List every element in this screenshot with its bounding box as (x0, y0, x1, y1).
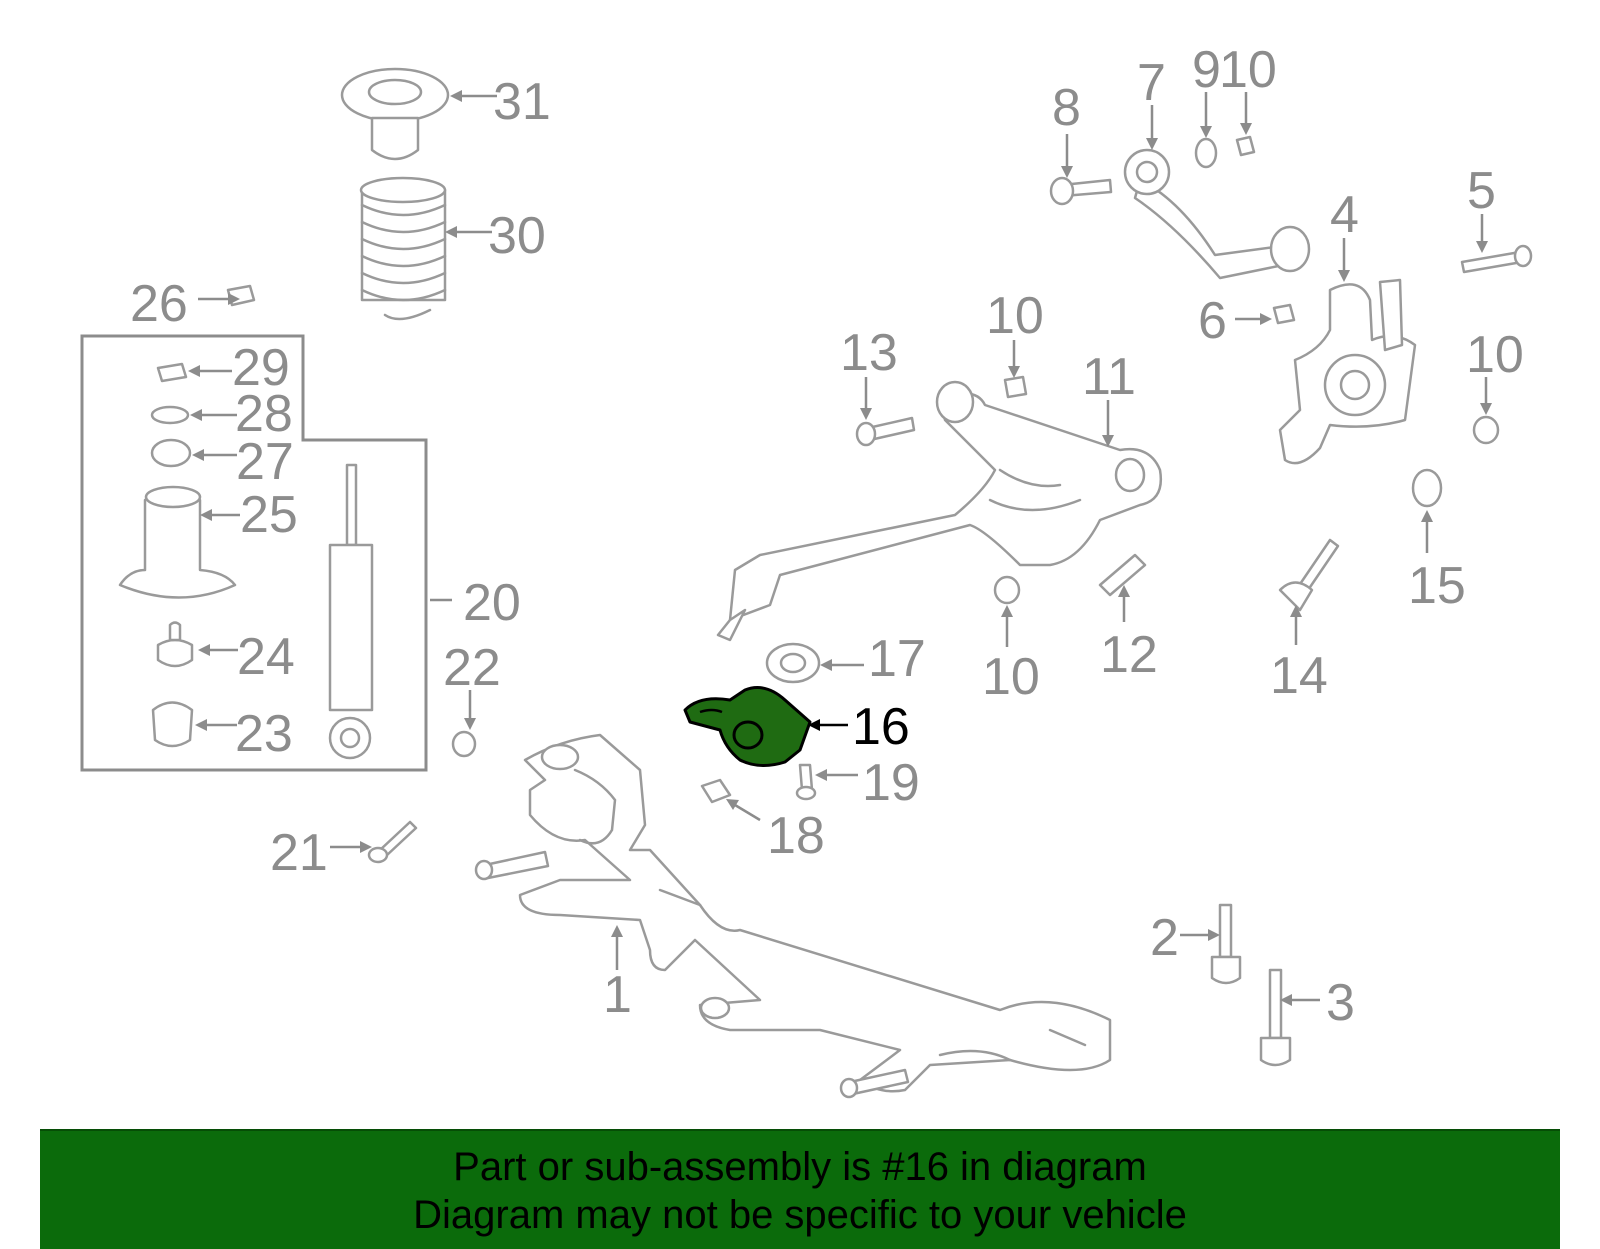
callout-15: 15 (1408, 557, 1466, 615)
callout-9: 9 (1192, 41, 1221, 99)
callout-28: 28 (235, 385, 293, 443)
bolt-19 (795, 763, 817, 801)
parts-diagram: 31 30 26 29 28 27 25 20 24 23 22 21 8 7 … (80, 41, 1533, 1099)
bolt-13 (855, 416, 916, 447)
callout-30: 30 (488, 207, 546, 265)
cam-bolt-14 (1278, 538, 1340, 612)
bumper-23 (151, 701, 194, 748)
lower-arm-11 (716, 380, 1163, 642)
nut-6 (1272, 303, 1296, 325)
callout-24: 24 (237, 628, 295, 686)
link-12 (1098, 553, 1147, 597)
nut-10-lower (993, 575, 1021, 605)
callout-17: 17 (868, 630, 926, 688)
coil-spring-30 (359, 176, 447, 321)
bolt-8 (1049, 176, 1113, 206)
knuckle-4 (1278, 278, 1417, 465)
nut-22 (451, 730, 477, 758)
nut-18 (700, 778, 732, 804)
leader-arrows (188, 90, 1492, 1006)
callout-29: 29 (232, 339, 290, 397)
callout-5: 5 (1467, 162, 1496, 220)
callout-19: 19 (862, 754, 920, 812)
callout-8: 8 (1052, 79, 1081, 137)
bolt-5 (1460, 244, 1533, 274)
nut-10-right (1472, 415, 1500, 445)
callout-10-right: 10 (1466, 326, 1524, 384)
washer-17 (765, 642, 821, 684)
callout-22: 22 (443, 639, 501, 697)
bushing-27 (150, 438, 192, 468)
callout-12: 12 (1100, 626, 1158, 684)
nut-29 (156, 362, 188, 383)
callout-7: 7 (1137, 54, 1166, 112)
callout-2: 2 (1150, 909, 1179, 967)
bolt-21 (367, 820, 418, 864)
callout-3: 3 (1326, 974, 1355, 1032)
callout-25: 25 (240, 486, 298, 544)
callout-21: 21 (270, 824, 328, 882)
dust-boot-25 (118, 485, 237, 599)
bushing-bracket-16-highlighted (683, 686, 812, 767)
cam-15 (1411, 468, 1443, 508)
banner-line-1: Part or sub-assembly is #16 in diagram (453, 1145, 1147, 1189)
banner-line-2: Diagram may not be specific to your vehi… (413, 1193, 1187, 1237)
info-banner: Part or sub-assembly is #16 in diagram D… (40, 1129, 1560, 1249)
callout-31: 31 (493, 73, 551, 131)
shock-absorber (328, 463, 374, 760)
callout-10-lower: 10 (982, 648, 1040, 706)
callout-10-center: 10 (986, 287, 1044, 345)
callout-6: 6 (1198, 292, 1227, 350)
strut-mount-31 (340, 67, 450, 161)
strut-assembly-box (80, 334, 428, 772)
washer-9 (1194, 137, 1218, 169)
bolt-3 (1259, 968, 1292, 1067)
callout-18: 18 (767, 807, 825, 865)
callout-10-top: 10 (1219, 41, 1277, 99)
callout-26: 26 (130, 275, 188, 333)
washer-28 (150, 405, 190, 425)
callout-13: 13 (840, 324, 898, 382)
callout-27: 27 (236, 433, 294, 491)
callout-1: 1 (603, 966, 632, 1024)
callout-labels: 31 30 26 29 28 27 25 20 24 23 22 21 8 7 … (130, 41, 1524, 1032)
callout-4: 4 (1330, 186, 1359, 244)
callout-23: 23 (235, 705, 293, 763)
nut-10-center (1003, 375, 1028, 399)
callout-20: 20 (463, 574, 521, 632)
bumper-24 (156, 621, 194, 668)
upper-arm-7 (1123, 148, 1311, 280)
bolt-2 (1210, 903, 1242, 985)
subframe-1 (474, 733, 1112, 1099)
callout-16-highlighted: 16 (852, 698, 910, 756)
callout-11: 11 (1082, 348, 1136, 406)
callout-14: 14 (1270, 647, 1328, 705)
nut-10-top (1235, 135, 1256, 157)
